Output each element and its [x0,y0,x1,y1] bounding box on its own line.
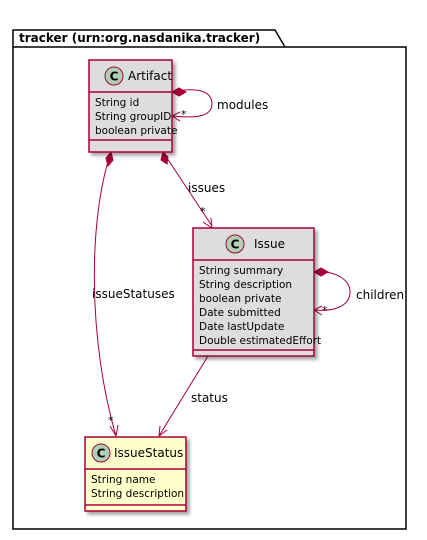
class-name: IssueStatus [114,446,183,460]
issues-edge [162,151,213,227]
class-attribute: String summary [199,265,283,277]
class-issue[interactable]: C Issue String summary String descriptio… [192,227,321,357]
class-stereotype-letter: C [110,70,119,84]
class-name: Issue [254,237,285,251]
modules-edge [171,89,213,118]
issue-statuses-edge [93,151,117,437]
class-attribute: Double estimatedEffort [199,335,321,347]
children-multiplicity: * [322,304,328,317]
class-attribute: boolean private [95,125,177,137]
class-stereotype-letter: C [97,447,106,461]
status-arrowhead [158,425,168,438]
class-stereotype-icon [225,234,245,254]
class-attribute: String description [91,488,184,500]
class-attribute: boolean private [199,293,281,305]
edges: * modules * issues * issueStatuses * chi… [92,87,404,438]
class-box [88,59,173,153]
issues-multiplicity: * [200,205,206,218]
modules-multiplicity: * [181,108,187,121]
class-attribute: Date submitted [199,307,281,319]
class-attribute: String description [199,279,292,291]
class-box [192,227,315,357]
children-label: children [356,288,404,302]
issue-statuses-composition-diamond [105,150,114,168]
class-attribute: String name [91,474,155,486]
class-name: Artifact [128,69,172,83]
class-stereotype-icon [104,66,124,86]
status-label: status [191,391,228,405]
class-stereotype-icon [91,443,111,463]
status-edge [158,355,209,437]
class-attribute: String id [95,97,139,109]
issue-statuses-multiplicity: * [108,414,114,427]
modules-label: modules [217,98,268,112]
issue-statuses-label: issueStatuses [92,287,175,301]
children-edge [313,271,351,311]
class-issue-status[interactable]: C IssueStatus String name String descrip… [84,436,187,512]
issue-statuses-arrowhead [109,424,119,438]
children-composition-diamond [312,267,330,277]
class-attribute: Date lastUpdate [199,321,284,333]
class-stereotype-letter: C [231,238,240,252]
class-attribute: String groupID [95,111,171,123]
package-title: tracker (urn:org.nasdanika.tracker) [19,31,260,45]
modules-composition-diamond [170,87,188,97]
class-artifact[interactable]: C Artifact String id String groupID bool… [88,59,177,153]
issues-label: issues [188,181,225,195]
issues-composition-diamond [160,151,169,165]
